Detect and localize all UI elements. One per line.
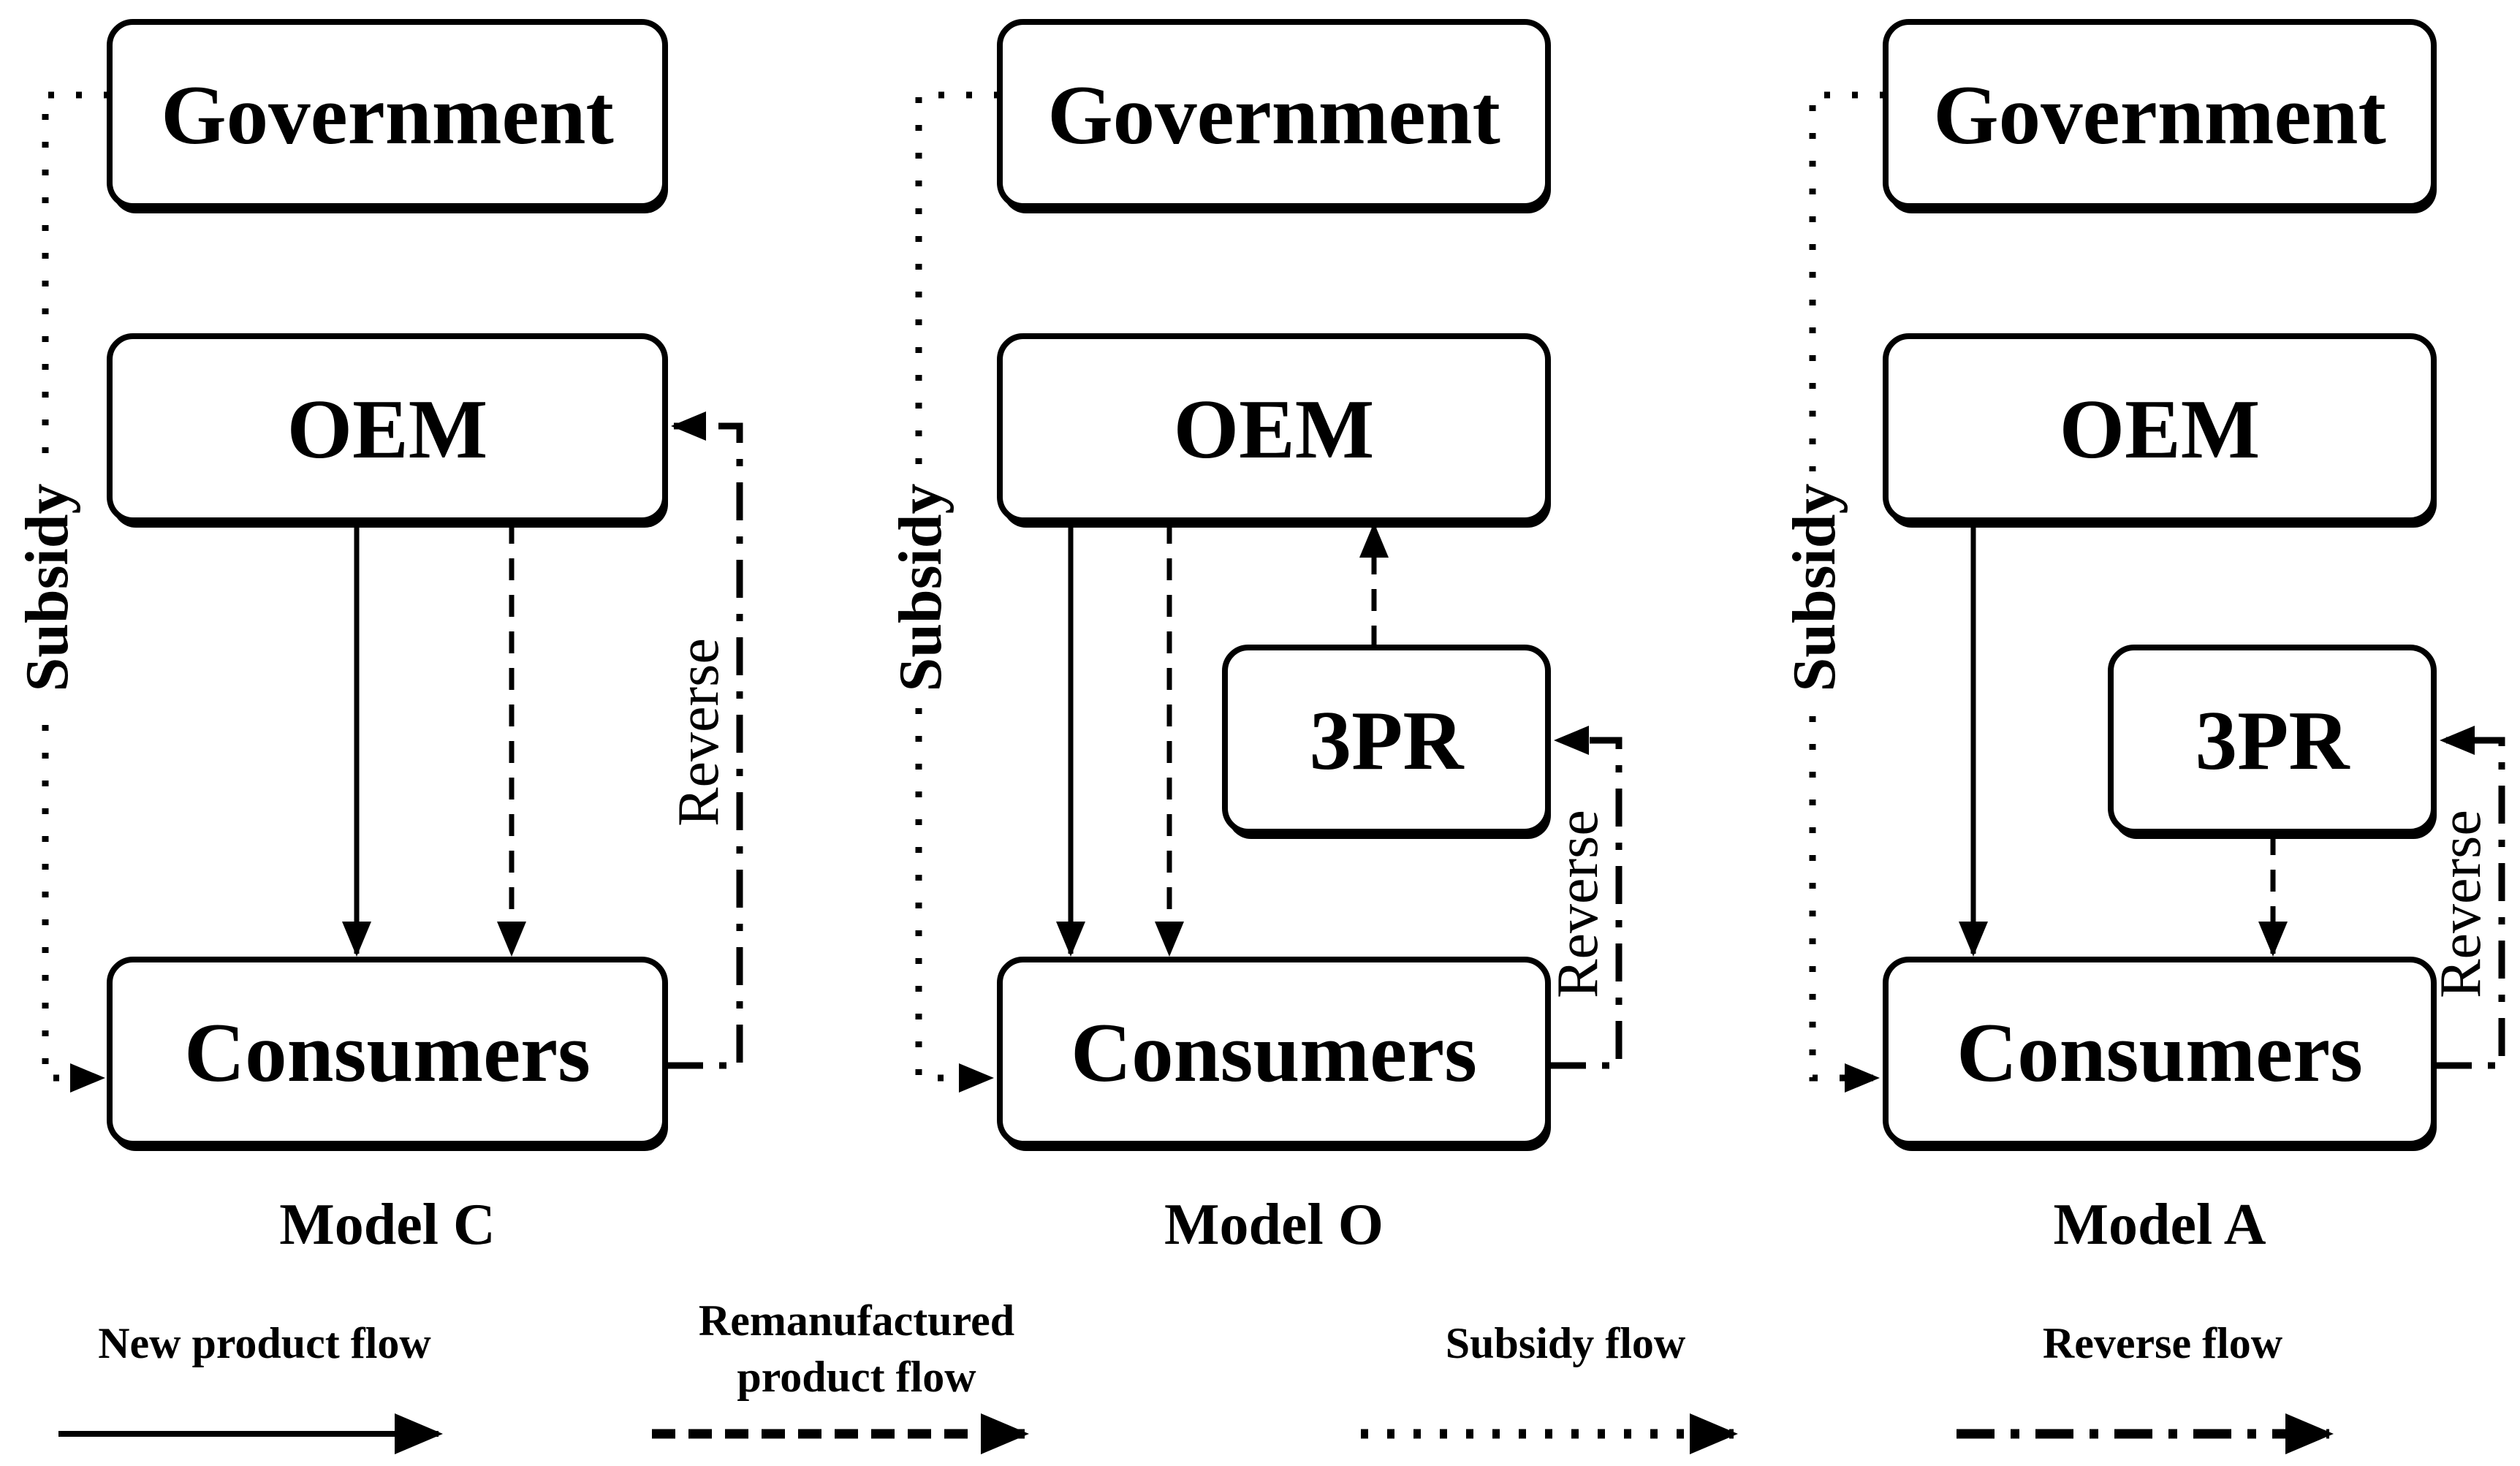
model-o-oem-box (997, 333, 1551, 523)
model-c-oem-box (107, 333, 668, 523)
model-o-reverse-flow-arrow (1548, 726, 1623, 1069)
legend-item-new-product-flow: New product flow (58, 1319, 443, 1454)
legend-item-remanufactured-flow: Remanufactured product flow (652, 1296, 1029, 1454)
model-o-tpr-label: 3PR (1310, 694, 1465, 787)
model-o-government-label: Government (1047, 69, 1500, 162)
model-o-consumers-box (997, 957, 1551, 1147)
model-c-reverse-label: Reverse (667, 638, 731, 827)
model-c-reverse-flow-arrow (665, 411, 743, 1069)
legend-subsidy-flow-label: Subsidy flow (1446, 1319, 1686, 1367)
model-o-consumers-label: Consumers (1071, 1006, 1477, 1099)
model-c-title: Model C (279, 1193, 496, 1257)
model-o-oem-label: OEM (1174, 383, 1375, 476)
model-c-consumers-label: Consumers (184, 1006, 591, 1099)
legend: New product flow Remanufactured product … (58, 1296, 2334, 1454)
model-a: Subsidy Reverse Government OEM 3PR Consu… (1777, 19, 2505, 1257)
legend-remanufactured-label-line2: product flow (737, 1353, 976, 1401)
model-a-government-label: Government (1933, 69, 2386, 162)
model-c-subsidy-label-backdrop (10, 471, 80, 704)
model-c: Subsidy Reverse Government OEM Consumers… (10, 19, 743, 1257)
model-o-title: Model O (1164, 1193, 1384, 1257)
model-a-subsidy-label-backdrop (1777, 471, 1848, 704)
model-o-reverse-label: Reverse (1546, 810, 1610, 998)
model-a-subsidy-flow-arrow (1809, 91, 1886, 1093)
legend-new-product-flow-label: New product flow (98, 1319, 431, 1367)
model-a-reverse-flow-arrow (2434, 726, 2505, 1069)
model-c-government-box (107, 19, 668, 209)
model-c-consumers-box (107, 957, 668, 1147)
model-c-subsidy-label: Subsidy (13, 484, 81, 692)
model-o-tpr-box (1222, 645, 1551, 835)
model-c-government-label: Government (161, 69, 614, 162)
model-o: Subsidy Reverse Government OEM 3PR Consu… (884, 19, 1623, 1257)
legend-item-reverse-flow: Reverse flow (1957, 1319, 2334, 1454)
legend-reverse-flow-label: Reverse flow (2043, 1319, 2283, 1367)
model-c-oem-label: OEM (287, 383, 488, 476)
model-a-subsidy-label: Subsidy (1780, 484, 1848, 692)
legend-remanufactured-label-line1: Remanufactured (699, 1296, 1014, 1345)
model-o-subsidy-label-backdrop (884, 471, 954, 704)
model-a-tpr-label: 3PR (2195, 694, 2351, 787)
model-a-government-box (1883, 19, 2437, 209)
model-a-oem-label: OEM (2060, 383, 2261, 476)
model-a-consumers-label: Consumers (1957, 1006, 2363, 1099)
model-o-government-box (997, 19, 1551, 209)
model-a-tpr-box (2108, 645, 2437, 835)
model-o-subsidy-label: Subsidy (887, 484, 955, 692)
model-a-consumers-box (1883, 957, 2437, 1147)
model-a-reverse-label: Reverse (2429, 810, 2493, 998)
legend-item-subsidy-flow: Subsidy flow (1361, 1319, 1738, 1454)
model-a-title: Model A (2053, 1193, 2266, 1257)
model-a-oem-box (1883, 333, 2437, 523)
